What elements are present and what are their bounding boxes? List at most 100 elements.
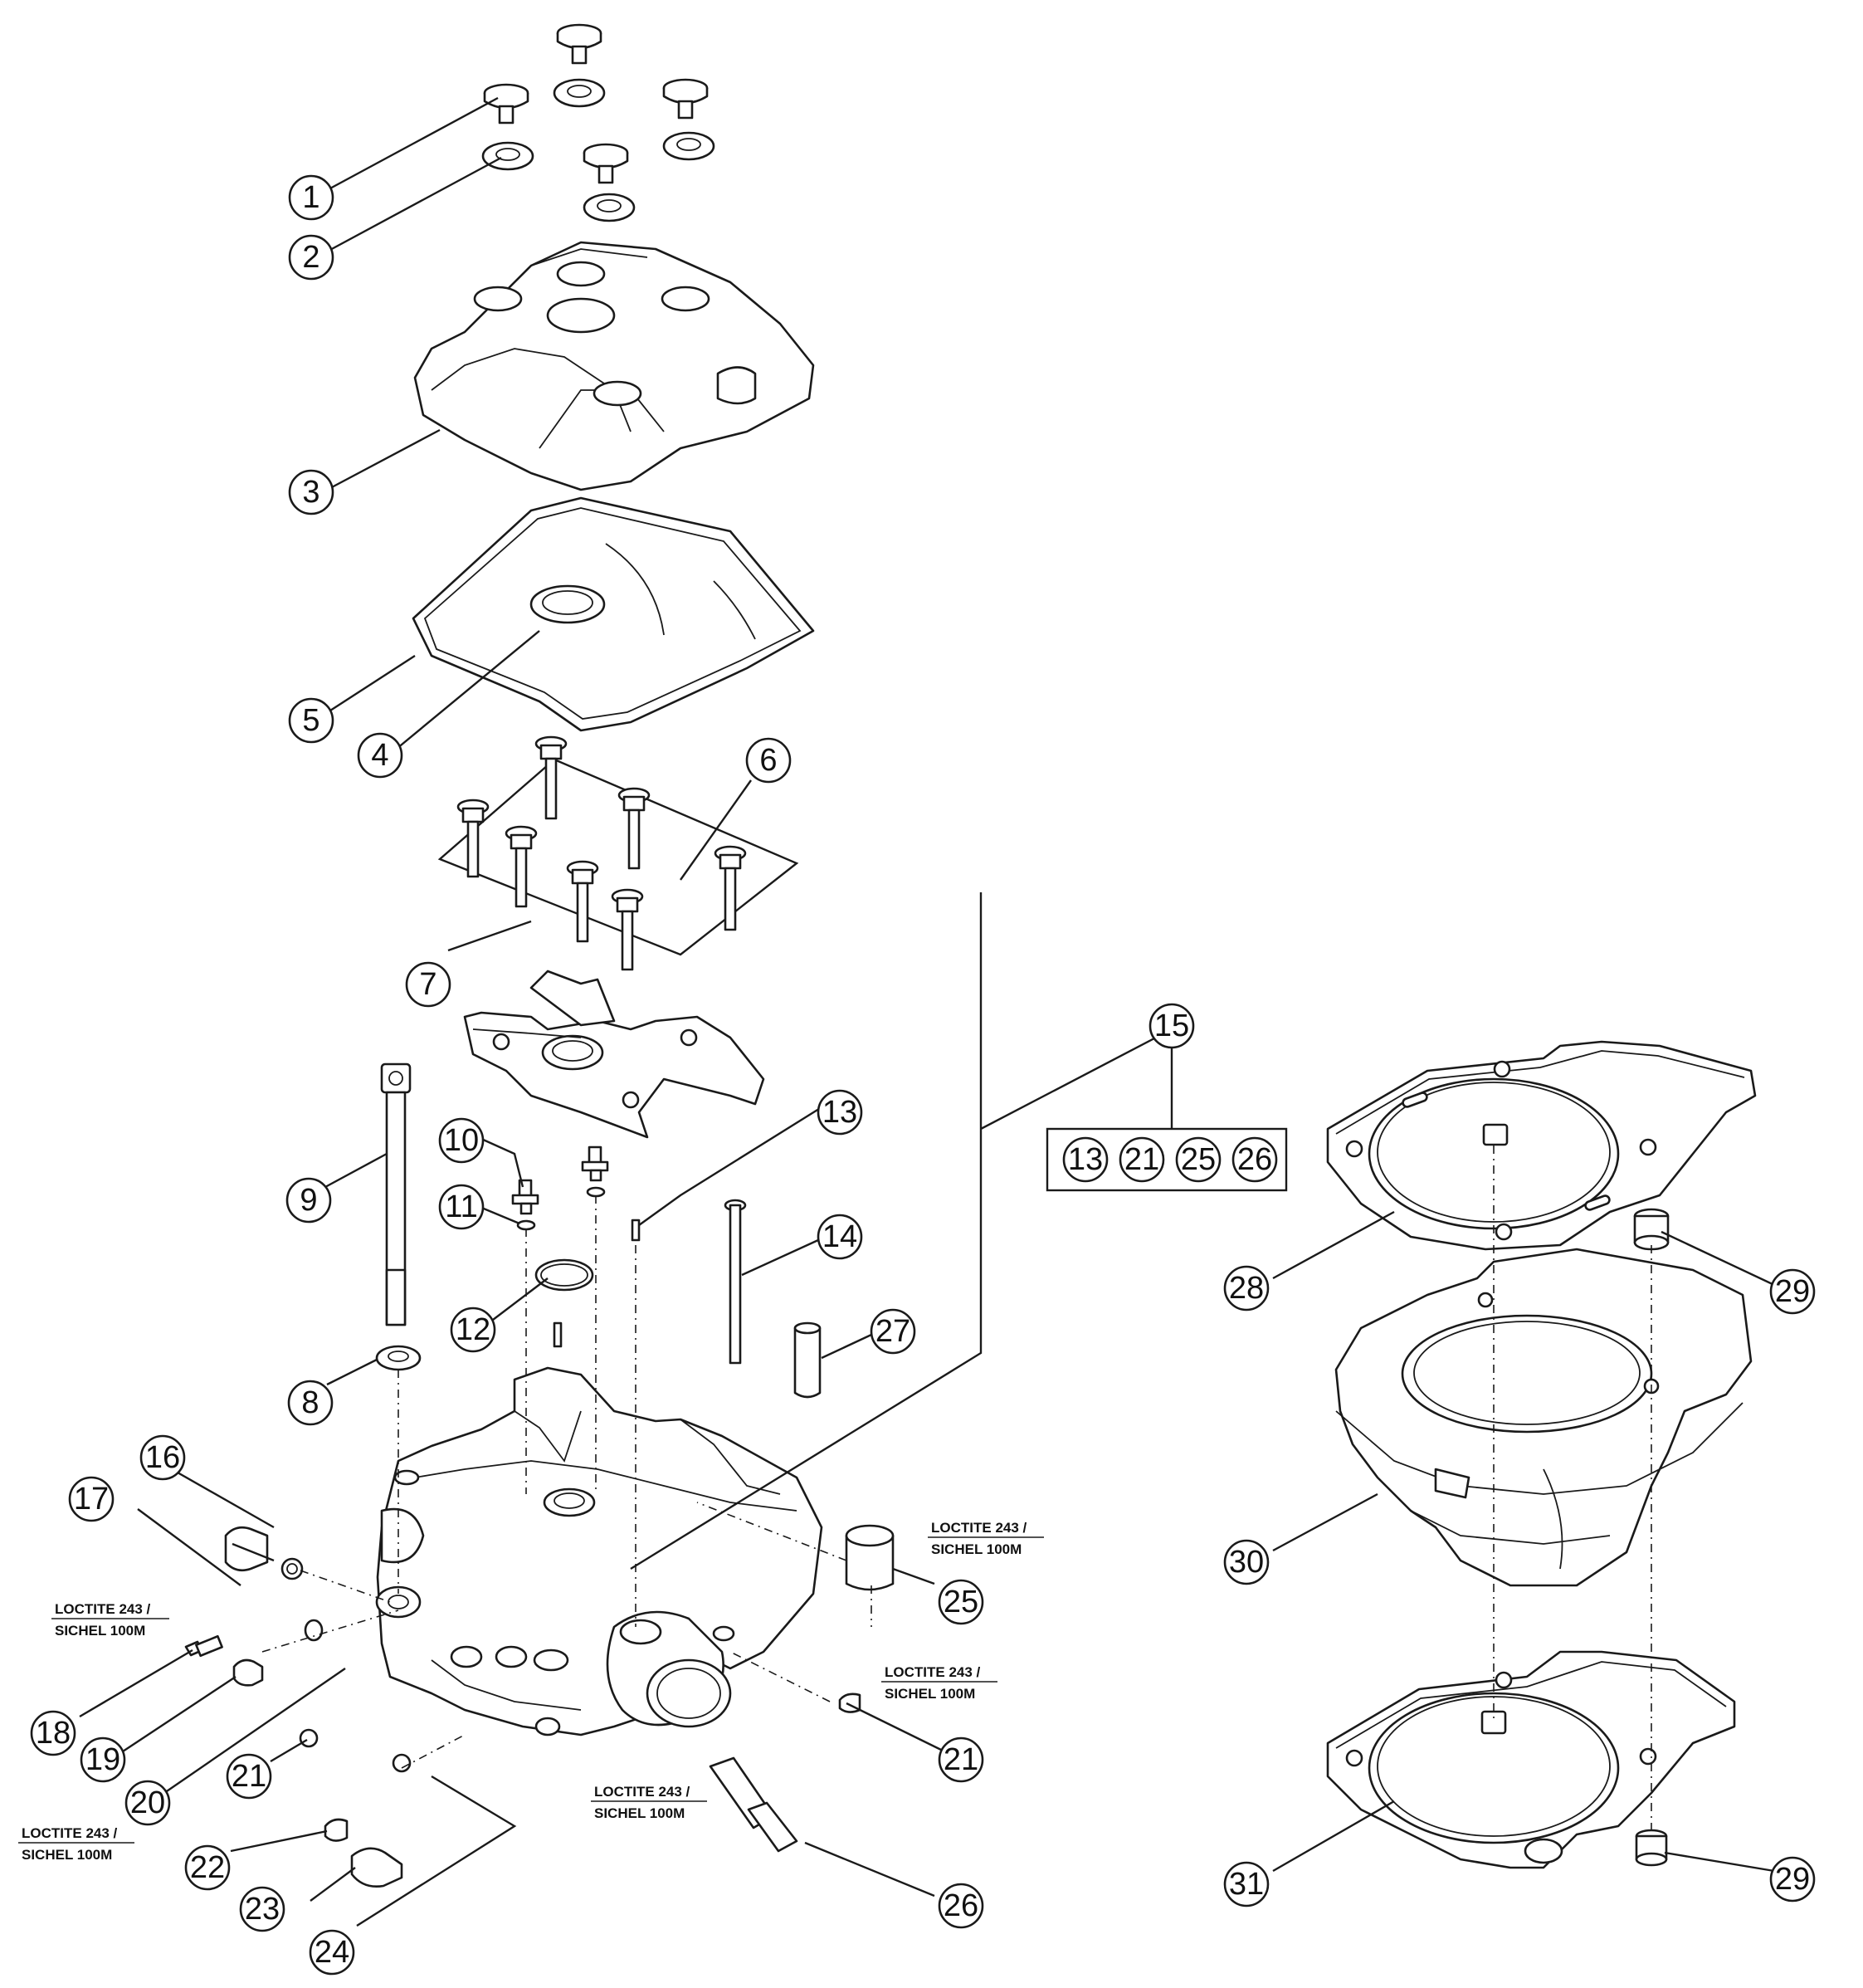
callout-1: 1 <box>288 174 334 221</box>
valve-cover-bolts <box>481 23 715 222</box>
set-15-box <box>1046 1127 1288 1192</box>
svg-text:LOCTITE 243 /: LOCTITE 243 / <box>594 1784 690 1800</box>
callout-26: 26 <box>938 1883 984 1929</box>
callout-21-right: 21 <box>938 1736 984 1783</box>
svg-text:18: 18 <box>36 1716 71 1751</box>
lubricant-notes: LOCTITE 243 / SICHEL 100M LOCTITE 243 / … <box>18 1520 1044 1863</box>
svg-text:21: 21 <box>1124 1142 1159 1177</box>
note-right-middle: LOCTITE 243 / SICHEL 100M <box>881 1664 997 1702</box>
callout-18: 18 <box>30 1710 76 1756</box>
svg-text:8: 8 <box>301 1385 319 1420</box>
svg-text:LOCTITE 243 /: LOCTITE 243 / <box>931 1520 1027 1536</box>
svg-text:LOCTITE 243 /: LOCTITE 243 / <box>55 1601 151 1617</box>
svg-text:9: 9 <box>300 1183 317 1218</box>
svg-text:31: 31 <box>1229 1867 1264 1902</box>
callout-30: 30 <box>1223 1539 1270 1585</box>
callout-15: 15 <box>1149 1003 1195 1049</box>
svg-text:17: 17 <box>74 1482 109 1517</box>
svg-text:1: 1 <box>302 180 319 215</box>
svg-text:21: 21 <box>232 1759 266 1794</box>
svg-text:25: 25 <box>944 1585 978 1619</box>
callout-14: 14 <box>817 1214 863 1260</box>
note-center-bottom: LOCTITE 243 / SICHEL 100M <box>591 1784 707 1821</box>
callouts: 1 2 3 4 5 6 7 8 9 10 11 12 13 14 15 16 1… <box>30 174 1816 1976</box>
svg-text:7: 7 <box>419 967 436 1002</box>
svg-text:3: 3 <box>302 475 319 510</box>
callout-25: 25 <box>938 1579 984 1625</box>
callout-5: 5 <box>288 697 334 744</box>
set-15-item-25: 25 <box>1175 1136 1222 1183</box>
svg-text:24: 24 <box>315 1935 349 1970</box>
svg-text:28: 28 <box>1229 1271 1264 1306</box>
callout-29-lower: 29 <box>1769 1856 1816 1903</box>
svg-text:26: 26 <box>944 1888 978 1923</box>
svg-text:10: 10 <box>444 1123 479 1158</box>
svg-text:30: 30 <box>1229 1545 1264 1580</box>
callout-22: 22 <box>184 1844 231 1891</box>
svg-text:11: 11 <box>445 1189 477 1224</box>
callout-17: 17 <box>68 1476 115 1522</box>
svg-text:27: 27 <box>875 1314 910 1349</box>
bearing-bridge-bolts <box>437 735 799 971</box>
note-left-lower: LOCTITE 243 / SICHEL 100M <box>18 1825 134 1863</box>
svg-text:22: 22 <box>190 1850 225 1885</box>
cylinder-gasket-top <box>1326 1040 1757 1251</box>
callout-20: 20 <box>124 1780 171 1826</box>
dowel-pin-lower <box>1635 1829 1668 1867</box>
callout-4: 4 <box>357 732 403 779</box>
callout-23: 23 <box>239 1886 285 1932</box>
svg-text:SICHEL 100M: SICHEL 100M <box>22 1847 112 1863</box>
svg-text:SICHEL 100M: SICHEL 100M <box>55 1623 145 1639</box>
set-15-item-21: 21 <box>1119 1136 1165 1183</box>
svg-text:LOCTITE 243 /: LOCTITE 243 / <box>22 1825 118 1841</box>
svg-text:29: 29 <box>1775 1274 1810 1309</box>
callout-6: 6 <box>745 737 792 784</box>
callout-28: 28 <box>1223 1265 1270 1311</box>
svg-text:29: 29 <box>1775 1862 1810 1897</box>
set-15-item-13: 13 <box>1062 1136 1109 1183</box>
svg-text:6: 6 <box>759 743 777 778</box>
callout-27: 27 <box>870 1308 916 1355</box>
svg-text:14: 14 <box>822 1219 857 1254</box>
svg-text:LOCTITE 243 /: LOCTITE 243 / <box>885 1664 981 1680</box>
svg-text:26: 26 <box>1237 1142 1272 1177</box>
cylinder-head <box>375 1366 823 1736</box>
callout-16: 16 <box>139 1434 186 1481</box>
note-upper-right: LOCTITE 243 / SICHEL 100M <box>928 1520 1044 1557</box>
small-parts-upper <box>511 1145 641 1348</box>
callout-3: 3 <box>288 469 334 515</box>
head-side-parts <box>184 1526 412 1888</box>
svg-text:SICHEL 100M: SICHEL 100M <box>931 1541 1022 1557</box>
set-15-item-26: 26 <box>1231 1136 1278 1183</box>
callout-8: 8 <box>287 1380 334 1426</box>
svg-text:15: 15 <box>1154 1009 1189 1043</box>
callout-31: 31 <box>1223 1861 1270 1907</box>
leader-lines <box>79 96 1775 1927</box>
callout-21-left: 21 <box>226 1753 272 1800</box>
callout-24: 24 <box>309 1929 355 1976</box>
svg-text:13: 13 <box>822 1095 857 1130</box>
svg-text:12: 12 <box>456 1312 490 1347</box>
svg-text:19: 19 <box>85 1742 120 1777</box>
camshaft-bearing-bridge <box>463 970 765 1139</box>
svg-text:2: 2 <box>302 240 319 275</box>
callout-19: 19 <box>80 1736 126 1783</box>
cylinder-base-gasket <box>1326 1650 1736 1869</box>
svg-text:SICHEL 100M: SICHEL 100M <box>594 1805 685 1821</box>
callout-10: 10 <box>438 1117 485 1164</box>
callout-2: 2 <box>288 234 334 281</box>
callout-11: 11 <box>438 1184 485 1230</box>
stud-and-sleeve <box>724 1199 822 1399</box>
cylinder <box>1334 1248 1753 1587</box>
valve-cover-gasket <box>412 496 815 732</box>
svg-text:5: 5 <box>302 703 319 738</box>
svg-text:13: 13 <box>1068 1142 1103 1177</box>
svg-text:23: 23 <box>245 1892 280 1927</box>
dowel-pin-upper <box>1633 1208 1670 1251</box>
cylinder-head-bolt <box>375 1062 422 1371</box>
valve-cover <box>413 241 815 491</box>
note-left-upper: LOCTITE 243 / SICHEL 100M <box>51 1601 169 1639</box>
svg-text:SICHEL 100M: SICHEL 100M <box>885 1686 975 1702</box>
callout-7: 7 <box>405 961 451 1008</box>
